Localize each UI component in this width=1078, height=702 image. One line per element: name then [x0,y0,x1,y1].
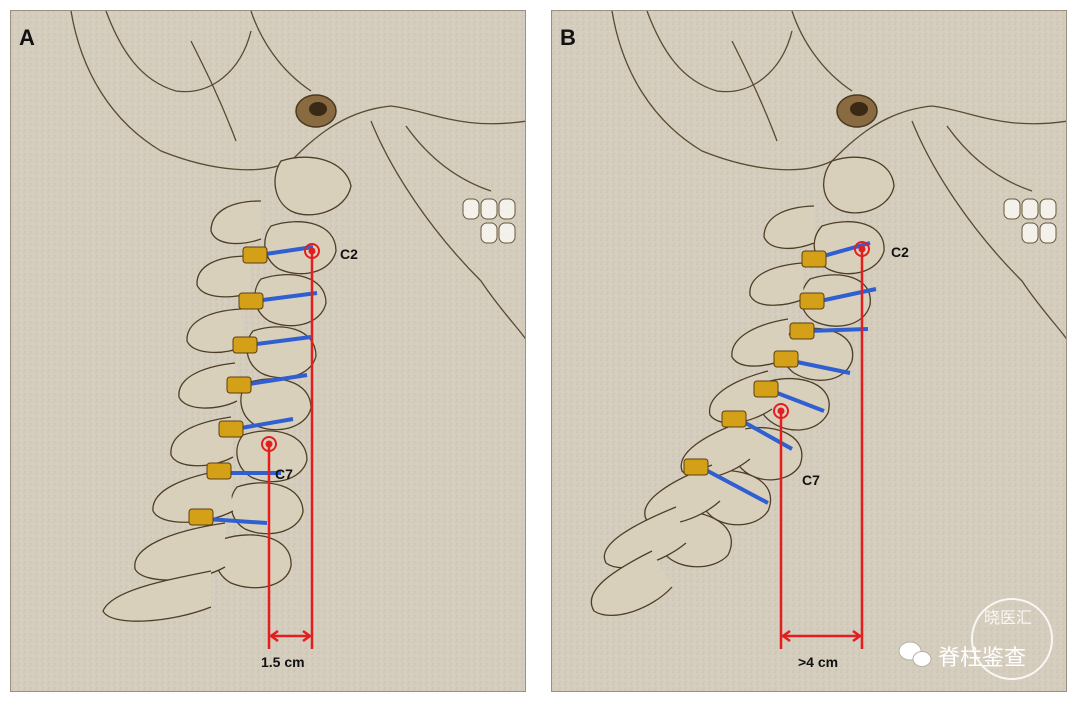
distance-label: 1.5 cm [261,654,305,670]
screw [721,410,793,451]
screw [218,417,294,438]
cervical-spine [102,156,352,622]
screw [232,335,312,354]
c7-label: C7 [275,466,293,482]
plumb-lines [267,251,314,649]
panel-letter: B [560,25,576,50]
screw [753,380,825,413]
target-circle-icon [304,243,320,259]
watermark-text: 脊柱鉴查 [938,646,1026,671]
watermark: 晓医汇 脊柱鉴查 [898,598,1053,680]
screw [188,508,268,526]
teeth [1003,198,1057,244]
screws [683,241,877,505]
screw [799,287,877,310]
panel-letter: A [19,25,35,50]
target-circle-icon [854,241,870,257]
watermark-stamp-text: 晓医汇 [984,608,1032,627]
watermark-stamp [971,598,1053,680]
screw [242,245,314,264]
c2-label: C2 [340,246,358,262]
mastoid [836,94,878,128]
plumb-lines [779,249,864,649]
c7-label: C7 [802,472,820,488]
screw [226,373,308,394]
screw [238,291,318,310]
screw [683,458,769,505]
wechat-icon [898,641,932,667]
skull [611,11,1066,340]
c2-label: C2 [891,244,909,260]
screw [801,241,871,268]
target-circle-icon [773,403,789,419]
screw [206,462,281,480]
distance-label: >4 cm [798,654,838,670]
mastoid [295,94,337,128]
teeth [462,198,516,244]
panel-b: C2 C7 >4 cm 晓医汇 脊柱鉴查 B [551,10,1067,692]
screw [773,350,851,375]
screw [789,322,869,340]
screws [188,245,318,526]
target-circle-icon [261,436,277,452]
panel-a-illustration: C2 C7 1.5 cm [11,11,525,691]
panel-b-illustration: C2 C7 >4 cm 晓医汇 脊柱鉴查 [552,11,1066,691]
panel-a: C2 C7 1.5 cm A [10,10,526,692]
